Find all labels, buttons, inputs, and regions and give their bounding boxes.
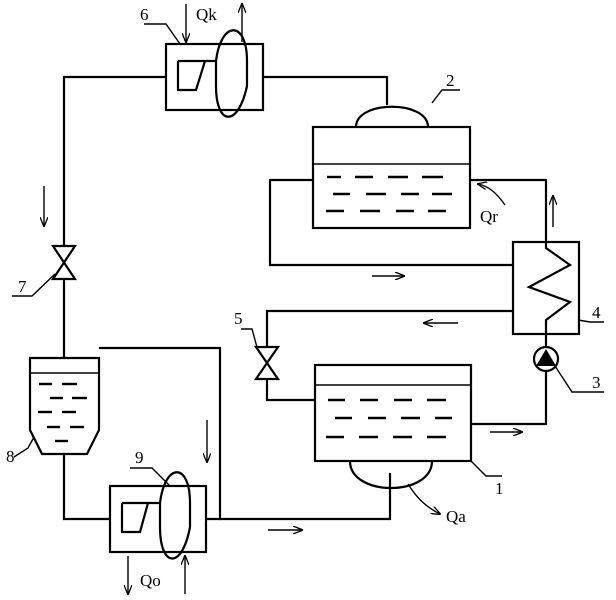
pipe-evaporator-to-absorber [220, 473, 392, 521]
piping [62, 75, 548, 521]
label-qa: Qa [446, 507, 466, 526]
label-qk: Qk [196, 5, 217, 24]
label-9: 9 [135, 448, 144, 467]
label-qr: Qr [480, 207, 498, 226]
absorber [313, 363, 473, 489]
expansion-valve-7 [50, 244, 78, 281]
leader-lines [12, 23, 604, 487]
pipe-valve5-to-absorber [265, 379, 315, 402]
pipe-generator-to-exchanger [268, 178, 513, 267]
evaporator [108, 471, 208, 560]
generator [311, 105, 472, 230]
label-8: 8 [6, 447, 15, 466]
pipe-exchanger-to-valve5 [265, 309, 513, 347]
label-qo: Qo [140, 571, 161, 590]
label-1: 1 [495, 479, 504, 498]
condenser [164, 29, 265, 118]
label-7: 7 [18, 277, 27, 296]
pipe-absorber-to-pump [471, 372, 548, 426]
pipe-exchanger-to-generator [470, 178, 548, 242]
pipe-generator-to-condenser [263, 75, 389, 105]
pipe-receiver-to-evaporator-bottom [62, 454, 110, 521]
label-6: 6 [140, 5, 149, 24]
label-4: 4 [592, 303, 601, 322]
receiver-liquid [38, 382, 87, 443]
receiver [28, 356, 101, 456]
label-3: 3 [592, 373, 601, 392]
arrow-qa-heat-out [407, 483, 440, 514]
arrow-qr-heat-in [478, 184, 506, 206]
pipe-receiver-to-evaporator-top [99, 346, 222, 521]
pipe-condenser-to-valve7 [62, 75, 166, 246]
pump [532, 345, 560, 373]
absorber-liquid [326, 398, 452, 439]
label-2: 2 [446, 71, 455, 90]
labels: 1 2 3 4 5 6 7 8 9 Qk Qr Qa Qo [6, 5, 601, 590]
label-5: 5 [234, 309, 243, 328]
expansion-valve-5 [253, 345, 281, 381]
solution-heat-exchanger [511, 240, 581, 336]
arrows [44, 4, 553, 594]
generator-liquid [326, 175, 452, 213]
